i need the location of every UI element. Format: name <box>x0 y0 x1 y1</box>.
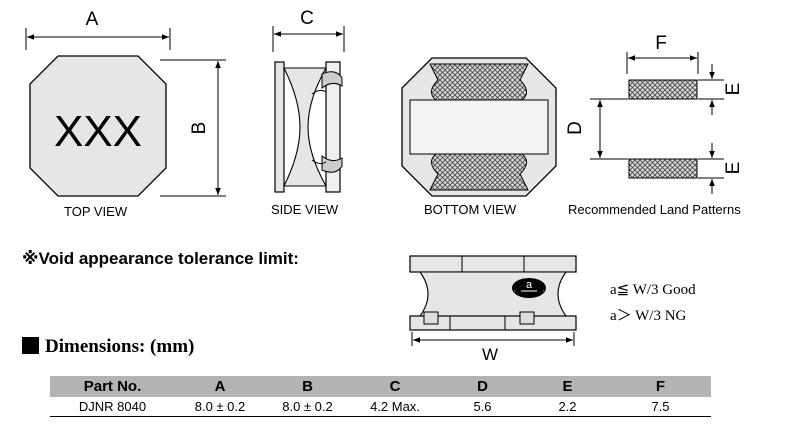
col-header-b: B <box>265 376 350 397</box>
col-header-e: E <box>525 376 610 397</box>
col-header-f: F <box>610 376 711 397</box>
side-view: C <box>272 8 345 193</box>
dim-e1-label: E <box>723 83 744 96</box>
side-view-core <box>283 67 327 187</box>
col-header-a: A <box>175 376 265 397</box>
void-figure: a W <box>409 255 577 364</box>
bullet-square-icon <box>22 337 39 354</box>
dim-d-label: D <box>565 121 586 135</box>
bottom-view <box>401 57 557 197</box>
void-foot-1 <box>423 311 439 325</box>
cell-d: 5.6 <box>440 397 525 417</box>
top-view-label: TOP VIEW <box>64 204 128 219</box>
dim-a-label: A <box>86 9 99 30</box>
land-pattern-label: Recommended Land Patterns <box>568 202 741 217</box>
top-view: A XXX B <box>25 9 226 197</box>
cell-c: 4.2 Max. <box>350 397 440 417</box>
side-view-base <box>325 61 341 193</box>
bottom-view-pad-top <box>429 63 529 101</box>
top-view-marking: XXX <box>54 107 142 156</box>
cell-f: 7.5 <box>610 397 711 417</box>
side-view-terminal-top <box>321 71 343 90</box>
dimensions-title-text: Dimensions: (mm) <box>45 336 195 357</box>
table-row: DJNR 8040 8.0 ± 0.2 8.0 ± 0.2 4.2 Max. 5… <box>50 397 711 417</box>
cell-a: 8.0 ± 0.2 <box>175 397 265 417</box>
col-header-part-no: Part No. <box>50 376 175 397</box>
top-view-body <box>29 55 167 197</box>
void-core <box>418 271 568 317</box>
dim-b-label: B <box>189 122 210 135</box>
side-view-lead-top <box>311 89 327 95</box>
bottom-view-pad-bottom <box>429 153 529 191</box>
void-marker-label: a <box>526 279 533 291</box>
col-header-d: D <box>440 376 525 397</box>
dim-e2-label: E <box>723 162 744 175</box>
land-pattern: F D E E <box>565 33 744 194</box>
cell-b: 8.0 ± 0.2 <box>265 397 350 417</box>
bottom-view-label: BOTTOM VIEW <box>424 202 517 217</box>
dim-w-label: W <box>482 345 498 364</box>
bottom-view-core <box>409 99 549 155</box>
dim-f-label: F <box>655 33 667 54</box>
void-note-title: ※Void appearance tolerance limit: <box>22 249 299 268</box>
side-view-top-flange <box>274 61 285 193</box>
dimensions-header-row: Part No. A B C D E F <box>50 376 711 397</box>
side-view-terminal-bottom <box>321 154 343 173</box>
void-good-rule: a≦ W/3 Good <box>610 282 696 298</box>
cell-part-no: DJNR 8040 <box>50 397 175 417</box>
land-pad-bottom <box>628 158 698 179</box>
dim-c-label: C <box>300 8 314 29</box>
void-foot-2 <box>519 311 535 325</box>
dimensions-table: Part No. A B C D E F DJNR 8040 8.0 ± 0.2… <box>50 376 711 417</box>
dimensions-title: Dimensions: (mm) <box>22 336 194 358</box>
land-pad-top <box>628 79 698 100</box>
side-view-label: SIDE VIEW <box>271 202 339 217</box>
col-header-c: C <box>350 376 440 397</box>
cell-e: 2.2 <box>525 397 610 417</box>
side-view-lead-bottom <box>311 159 327 165</box>
void-ng-rule: a＞ W/3 NG <box>610 308 687 324</box>
void-top-flange <box>409 255 577 273</box>
